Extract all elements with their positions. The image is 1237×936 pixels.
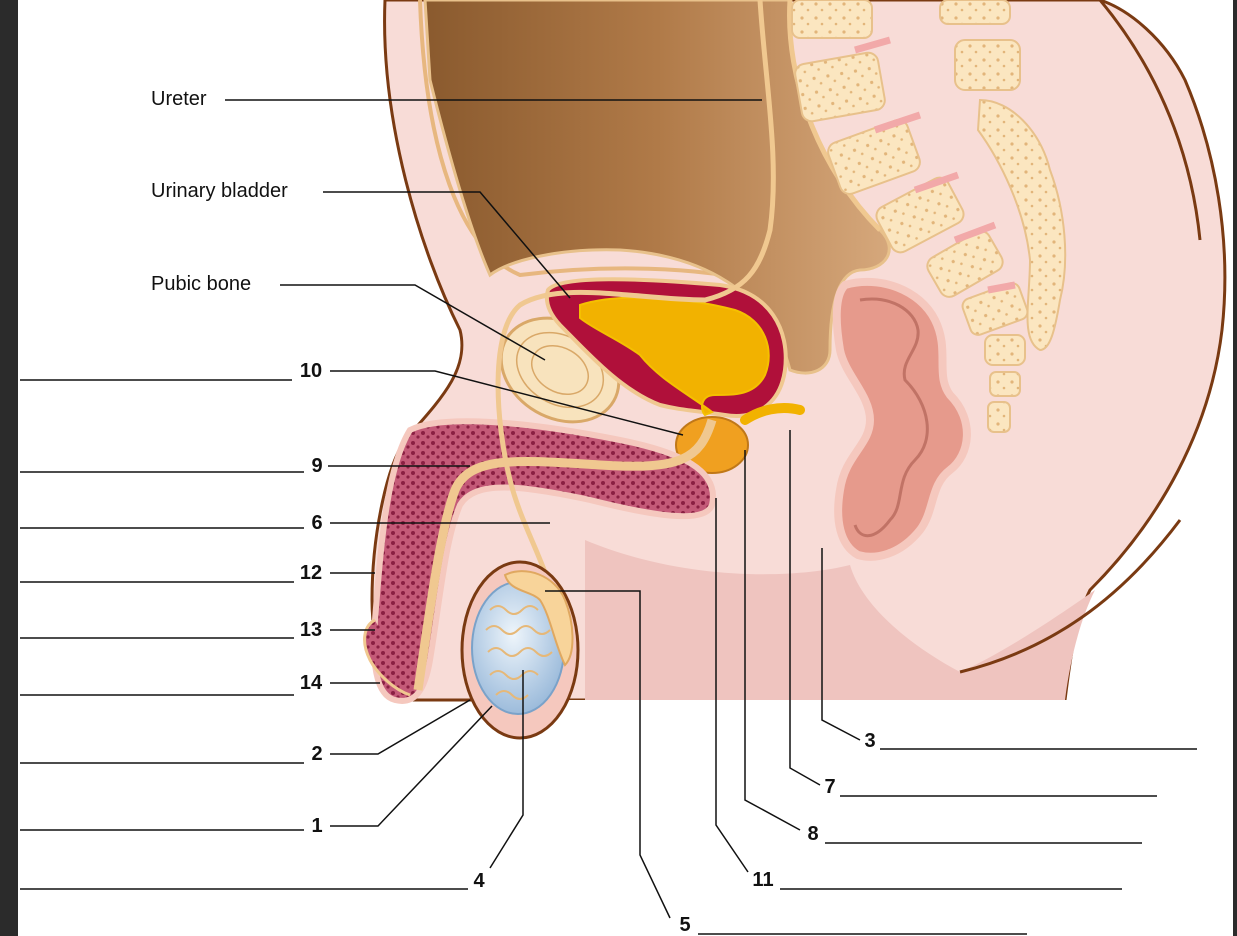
number-5: 5	[679, 914, 691, 936]
number-12: 12	[299, 562, 323, 584]
window-frame-left	[0, 0, 18, 936]
epididymis	[503, 570, 574, 667]
ductus-deferens	[495, 0, 776, 661]
leader-lines	[20, 99, 1197, 935]
number-7: 7	[824, 776, 836, 798]
prostate-gland	[675, 416, 749, 474]
window-frame-right	[1233, 0, 1237, 936]
number-2: 2	[311, 743, 323, 765]
label-pubic-bone: Pubic bone	[151, 273, 252, 295]
number-11: 11	[752, 869, 774, 891]
number-9: 9	[311, 455, 323, 477]
number-3: 3	[864, 730, 876, 752]
number-13: 13	[299, 619, 323, 641]
rectum	[832, 277, 971, 561]
peritoneum	[418, 0, 771, 287]
number-6: 6	[311, 512, 323, 534]
number-14: 14	[299, 672, 323, 694]
urethra	[413, 418, 717, 691]
number-1: 1	[311, 815, 323, 837]
number-8: 8	[807, 823, 819, 845]
vertebral-column	[791, 0, 1067, 433]
number-4: 4	[473, 870, 485, 892]
seminal-vesicle	[740, 403, 805, 425]
label-ureter: Ureter	[151, 88, 207, 110]
label-urinary-bladder: Urinary bladder	[151, 180, 288, 202]
scrotum	[460, 560, 580, 740]
number-10: 10	[299, 360, 323, 382]
